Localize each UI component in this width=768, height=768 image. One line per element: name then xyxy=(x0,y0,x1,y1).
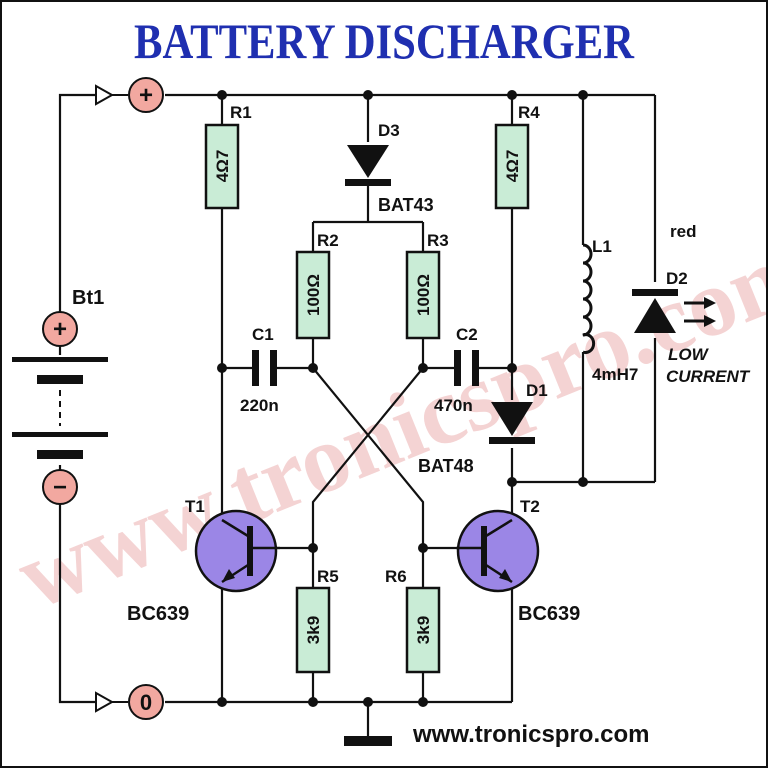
d2-color: red xyxy=(670,222,696,241)
battery-minus-label: − xyxy=(53,474,67,501)
website-url: www.tronicspro.com xyxy=(412,721,649,748)
r4-value: 4Ω7 xyxy=(503,150,522,183)
d2-label: D2 xyxy=(666,269,688,288)
r3-label: R3 xyxy=(427,231,449,250)
d2-note-line1: LOW xyxy=(668,345,710,364)
battery-bt1: + − Bt1 xyxy=(12,287,108,505)
transistor-t1: T1 BC639 xyxy=(127,497,280,625)
r6-label: R6 xyxy=(385,567,407,586)
r5-value: 3k9 xyxy=(304,616,323,644)
r5-label: R5 xyxy=(317,567,339,586)
d2-note-line2: CURRENT xyxy=(666,367,751,386)
transistor-t2: T2 BC639 xyxy=(456,497,580,625)
diode-d1: D1 BAT48 xyxy=(418,381,548,476)
c2-label: C2 xyxy=(456,325,478,344)
r1-label: R1 xyxy=(230,103,252,122)
r2-value: 100Ω xyxy=(304,274,323,316)
terminal-positive: + xyxy=(95,77,164,113)
diode-d3: D3 BAT43 xyxy=(345,121,434,215)
resistor-r4: 4Ω7 R4 xyxy=(494,103,540,210)
capacitor-c2: C2 470n xyxy=(434,325,479,415)
t1-label: T1 xyxy=(185,497,205,516)
r2-label: R2 xyxy=(317,231,339,250)
d1-label: D1 xyxy=(526,381,548,400)
d3-part: BAT43 xyxy=(378,195,434,215)
terminal-positive-label: + xyxy=(139,82,153,109)
l1-value: 4mH7 xyxy=(592,365,638,384)
r3-value: 100Ω xyxy=(414,274,433,316)
resistor-r2: 100Ω R2 xyxy=(295,231,339,340)
resistor-r6: 3k9 R6 xyxy=(385,567,441,674)
r4-label: R4 xyxy=(518,103,540,122)
d1-part: BAT48 xyxy=(418,456,474,476)
t2-part: BC639 xyxy=(518,603,580,625)
page-title: BATTERY DISCHARGER xyxy=(134,13,635,69)
ground-symbol xyxy=(344,736,392,746)
battery-label: Bt1 xyxy=(72,287,104,309)
capacitor-c1: C1 220n xyxy=(240,325,279,415)
c1-label: C1 xyxy=(252,325,274,344)
t2-label: T2 xyxy=(520,497,540,516)
c1-value: 220n xyxy=(240,396,279,415)
junction-dots xyxy=(217,90,588,707)
inductor-l1: L1 4mH7 xyxy=(582,237,638,384)
c2-value: 470n xyxy=(434,396,473,415)
battery-plus-label: + xyxy=(53,316,67,343)
t1-part: BC639 xyxy=(127,603,189,625)
light-emission-icon xyxy=(684,297,716,327)
r1-value: 4Ω7 xyxy=(213,150,232,183)
diode-d2-led: red D2 LOW CURRENT xyxy=(632,222,751,386)
r6-value: 3k9 xyxy=(414,616,433,644)
terminal-zero-label: 0 xyxy=(140,690,152,715)
resistor-r1: 4Ω7 R1 xyxy=(204,103,252,210)
l1-label: L1 xyxy=(592,237,612,256)
resistor-r3: 100Ω R3 xyxy=(405,231,449,340)
resistor-r5: 3k9 R5 xyxy=(295,567,339,674)
terminal-zero: 0 xyxy=(95,684,164,720)
d3-label: D3 xyxy=(378,121,400,140)
